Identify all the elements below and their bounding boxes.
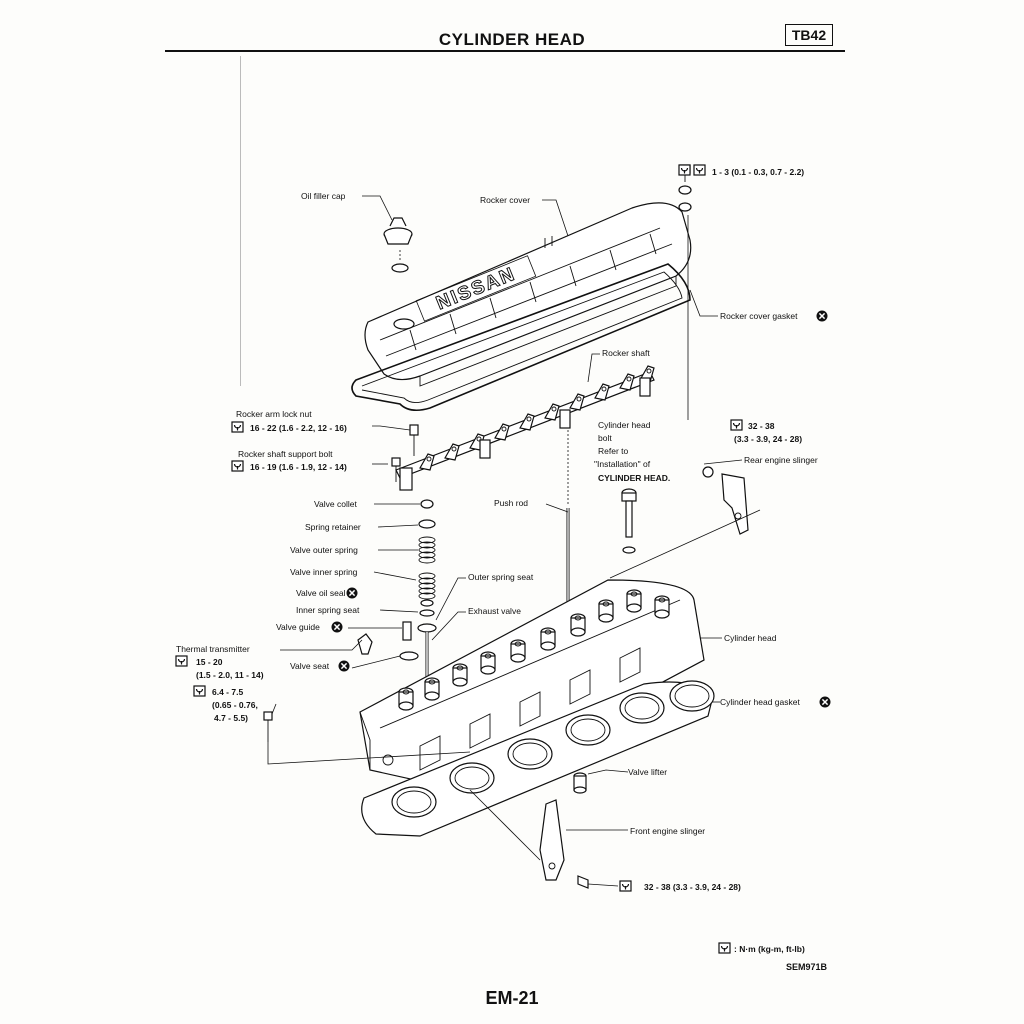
header-rule (165, 50, 845, 52)
label-torque-front-slinger: 32 - 38 (3.3 - 3.9, 24 - 28) (644, 882, 741, 892)
cylinder-head-bolt (621, 488, 637, 554)
label-valve-seat: Valve seat (290, 661, 330, 671)
label-cylinder-head-bolt-3: Refer to (598, 446, 629, 456)
label-exhaust-valve: Exhaust valve (468, 606, 521, 616)
label-rocker-shaft-support-bolt: Rocker shaft support bolt (238, 449, 333, 459)
oil-filler-cap (383, 217, 413, 273)
label-cylinder-head-gasket: Cylinder head gasket (720, 697, 800, 707)
label-valve-inner-spring: Valve inner spring (290, 567, 358, 577)
page-title: CYLINDER HEAD (438, 30, 586, 49)
label-front-engine-slinger: Front engine slinger (630, 826, 705, 836)
replace-icon (815, 309, 829, 323)
label-rocker-cover-gasket: Rocker cover gasket (720, 311, 798, 321)
label-outer-spring-seat: Outer spring seat (468, 572, 534, 582)
label-torque-small-3: 4.7 - 5.5) (214, 713, 248, 723)
replace-icon (818, 695, 832, 709)
label-cylinder-head-bolt-4: "Installation" of (594, 459, 651, 469)
label-cylinder-head-bolt-1: Cylinder head (598, 420, 651, 430)
label-rear-engine-slinger: Rear engine slinger (744, 455, 818, 465)
leader-lines (267, 195, 743, 861)
front-engine-slinger (539, 799, 619, 889)
label-push-rod: Push rod (494, 498, 528, 508)
label-torque-thermal-1: 15 - 20 (196, 657, 223, 667)
label-torque-lock-nut: 16 - 22 (1.6 - 2.2, 12 - 16) (250, 423, 347, 433)
torque-icon (231, 460, 244, 472)
label-valve-guide: Valve guide (276, 622, 320, 632)
model-code-badge: TB42 (785, 24, 833, 46)
label-torque-top: 1 - 3 (0.1 - 0.3, 0.7 - 2.2) (712, 167, 804, 177)
figure-reference-code: SEM971B (786, 962, 828, 972)
label-valve-collet: Valve collet (314, 499, 357, 509)
margin-line (240, 56, 241, 386)
label-valve-outer-spring: Valve outer spring (290, 545, 358, 555)
label-torque-small-2: (0.65 - 0.76, (212, 700, 258, 710)
torque-icon (231, 421, 244, 433)
label-torque-thermal-2: (1.5 - 2.0, 11 - 14) (196, 670, 264, 680)
label-oil-filler-cap: Oil filler cap (301, 191, 346, 201)
torque-icon (619, 880, 632, 892)
callouts: Oil filler cap Rocker cover 1 - 3 (0.1 -… (175, 164, 832, 954)
replace-icon (330, 620, 344, 634)
label-rocker-shaft: Rocker shaft (602, 348, 650, 358)
replace-icon (345, 586, 359, 600)
torque-icon (718, 942, 731, 954)
label-torque-support-bolt: 16 - 19 (1.6 - 1.9, 12 - 14) (250, 462, 347, 472)
legend-units: : N·m (kg-m, ft-lb) (734, 944, 805, 954)
torque-icon (730, 419, 743, 431)
label-torque-rear-slinger-1: 32 - 38 (748, 421, 775, 431)
label-spring-retainer: Spring retainer (305, 522, 361, 532)
rocker-cover-gasket (351, 263, 691, 412)
cylinder-head-gasket (361, 680, 715, 837)
label-rocker-arm-lock-nut: Rocker arm lock nut (236, 409, 312, 419)
label-cylinder-head-bolt-5: CYLINDER HEAD. (598, 473, 670, 483)
label-valve-lifter: Valve lifter (628, 767, 667, 777)
label-torque-small-1: 6.4 - 7.5 (212, 687, 243, 697)
label-cylinder-head: Cylinder head (724, 633, 777, 643)
replace-icon (337, 659, 351, 673)
page-number: EM-21 (485, 988, 539, 1008)
rear-engine-slinger (609, 466, 761, 579)
label-valve-oil-seal: Valve oil seal (296, 588, 346, 598)
torque-icon (678, 164, 691, 176)
label-thermal-transmitter: Thermal transmitter (176, 644, 250, 654)
label-inner-spring-seat: Inner spring seat (296, 605, 360, 615)
torque-icon (175, 655, 188, 667)
torque-icon (693, 164, 706, 176)
torque-icon (193, 685, 206, 697)
rocker-shaft-assembly (391, 365, 655, 491)
label-rocker-cover: Rocker cover (480, 195, 530, 205)
valve-lifter (573, 772, 587, 794)
label-cylinder-head-bolt-2: bolt (598, 433, 612, 443)
label-torque-rear-slinger-2: (3.3 - 3.9, 24 - 28) (734, 434, 802, 444)
